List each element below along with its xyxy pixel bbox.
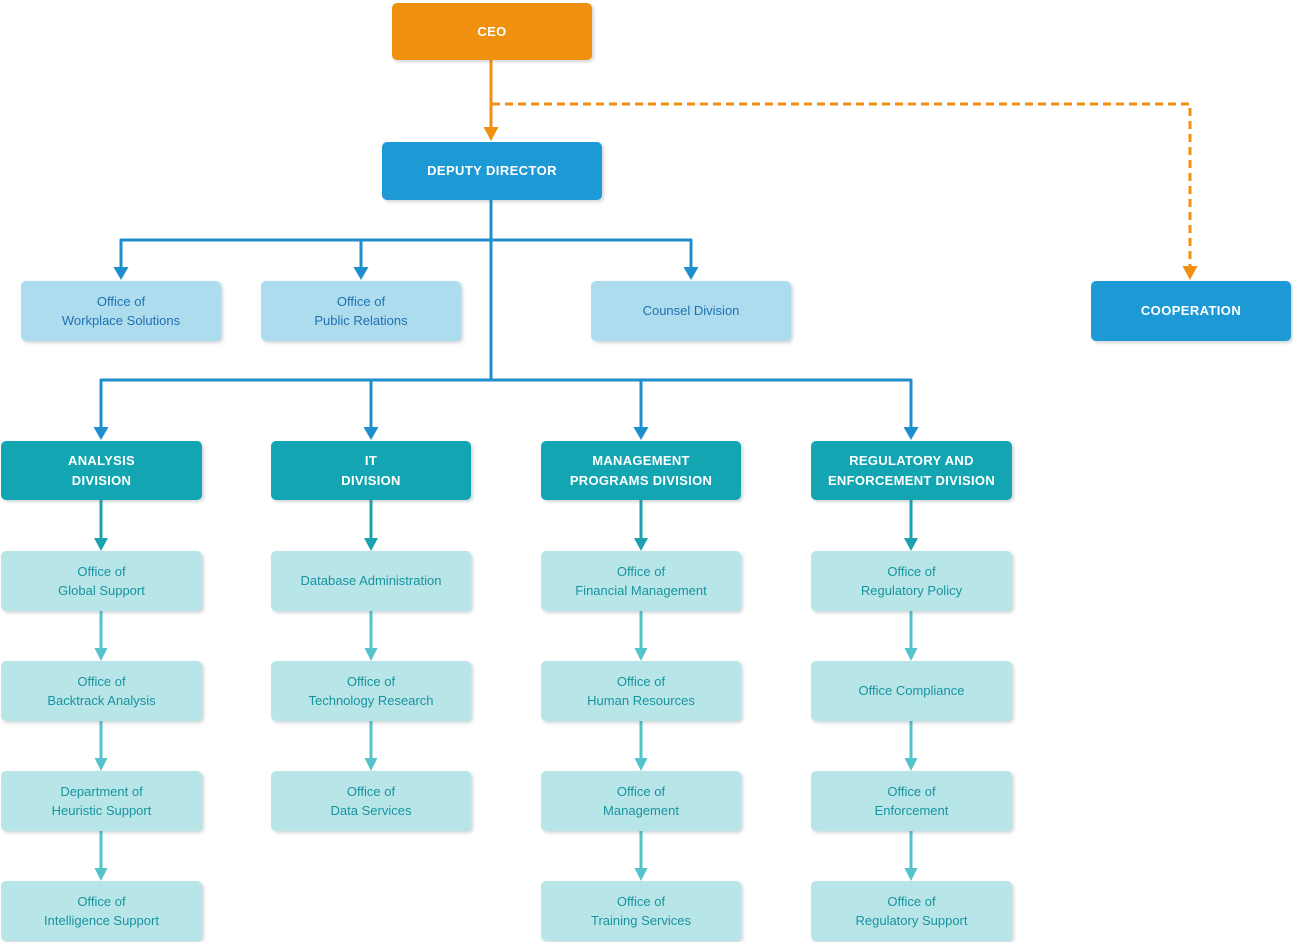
arrowhead-heuristic-support <box>94 758 108 771</box>
node-office-technology-research: Office of Technology Research <box>271 661 471 721</box>
node-office-human-resources-label: Office of Human Resources <box>587 673 695 709</box>
arrowhead-backtrack-analysis <box>94 648 108 661</box>
node-management-programs-division-label: MANAGEMENT PROGRAMS DIVISION <box>569 453 713 488</box>
node-regulatory-enforcement-division-label: REGULATORY AND ENFORCEMENT DIVISION <box>827 453 996 488</box>
node-office-human-resources: Office of Human Resources <box>541 661 741 721</box>
arrowhead-it-division <box>363 427 379 440</box>
node-office-training-services-label: Office of Training Services <box>591 893 691 929</box>
node-cooperation-label: COOPERATION <box>1140 303 1242 319</box>
edge-row2-branch-line <box>119 238 693 268</box>
node-office-training-services: Office of Training Services <box>541 881 741 941</box>
arrowhead-office-enforcement <box>904 758 918 771</box>
node-database-administration: Database Administration <box>271 551 471 611</box>
node-office-workplace-solutions: Office of Workplace Solutions <box>21 281 221 341</box>
edge-office-row1-lines <box>99 611 913 648</box>
node-office-compliance: Office Compliance <box>811 661 1012 721</box>
node-office-backtrack-analysis-label: Office of Backtrack Analysis <box>47 673 156 709</box>
node-regulatory-enforcement-division: REGULATORY AND ENFORCEMENT DIVISION <box>811 441 1012 500</box>
node-office-regulatory-support: Office of Regulatory Support <box>811 881 1012 941</box>
node-office-regulatory-policy-label: Office of Regulatory Policy <box>860 563 963 599</box>
arrowhead-counsel-division <box>683 267 699 280</box>
node-office-public-relations-label: Office of Public Relations <box>314 293 408 329</box>
node-counsel-division: Counsel Division <box>591 281 791 341</box>
node-ceo: CEO <box>392 3 592 60</box>
edge-ceo-deputy-arrowhead <box>483 127 499 141</box>
node-office-workplace-solutions-label: Office of Workplace Solutions <box>61 293 181 329</box>
arrowhead-office-management <box>634 758 648 771</box>
node-office-enforcement-label: Office of Enforcement <box>874 783 949 819</box>
arrowhead-financial-management <box>634 538 648 551</box>
node-office-global-support-label: Office of Global Support <box>58 563 145 599</box>
edge-division-branch-line <box>99 378 913 428</box>
arrowhead-regulatory-support <box>904 868 918 881</box>
arrowhead-intelligence-support <box>94 868 108 881</box>
arrowhead-technology-research <box>364 648 378 661</box>
node-office-intelligence-support-label: Office of Intelligence Support <box>44 893 159 929</box>
node-deputy-director: DEPUTY DIRECTOR <box>382 142 602 200</box>
node-office-financial-management-label: Office of Financial Management <box>575 563 707 599</box>
node-office-management: Office of Management <box>541 771 741 831</box>
node-office-data-services: Office of Data Services <box>271 771 471 831</box>
edge-division-to-office-lines <box>99 500 913 538</box>
edge-office-row2-lines <box>99 721 913 758</box>
edge-office-row3-lines <box>99 831 913 868</box>
node-department-heuristic-support-label: Department of Heuristic Support <box>51 783 152 819</box>
node-management-programs-division: MANAGEMENT PROGRAMS DIVISION <box>541 441 741 500</box>
node-office-enforcement: Office of Enforcement <box>811 771 1012 831</box>
node-office-global-support: Office of Global Support <box>1 551 202 611</box>
edge-ceo-cooperation-line <box>492 102 1192 266</box>
edge-ceo-cooperation-arrowhead <box>1182 266 1198 280</box>
node-ceo-label: CEO <box>477 23 507 39</box>
node-cooperation: COOPERATION <box>1091 281 1291 341</box>
node-office-technology-research-label: Office of Technology Research <box>308 673 434 709</box>
arrowhead-workplace-solutions <box>113 267 129 280</box>
arrowhead-analysis-division <box>93 427 109 440</box>
arrowhead-human-resources <box>634 648 648 661</box>
arrowhead-office-compliance <box>904 648 918 661</box>
arrowhead-database-administration <box>364 538 378 551</box>
node-it-division-label: IT DIVISION <box>341 453 401 488</box>
node-department-heuristic-support: Department of Heuristic Support <box>1 771 202 831</box>
node-office-financial-management: Office of Financial Management <box>541 551 741 611</box>
node-deputy-director-label: DEPUTY DIRECTOR <box>427 163 557 179</box>
node-office-regulatory-support-label: Office of Regulatory Support <box>855 893 968 929</box>
arrowhead-regulatory-policy <box>904 538 918 551</box>
node-it-division: IT DIVISION <box>271 441 471 500</box>
node-analysis-division-label: ANALYSIS DIVISION <box>68 453 135 488</box>
arrowhead-management-division <box>633 427 649 440</box>
arrowhead-global-support <box>94 538 108 551</box>
node-analysis-division: ANALYSIS DIVISION <box>1 441 202 500</box>
node-office-data-services-label: Office of Data Services <box>330 783 412 819</box>
node-database-administration-label: Database Administration <box>300 573 442 589</box>
node-office-intelligence-support: Office of Intelligence Support <box>1 881 202 941</box>
node-office-backtrack-analysis: Office of Backtrack Analysis <box>1 661 202 721</box>
node-office-compliance-label: Office Compliance <box>858 683 965 699</box>
node-office-management-label: Office of Management <box>603 783 679 819</box>
arrowhead-regulatory-division <box>903 427 919 440</box>
arrowhead-training-services <box>634 868 648 881</box>
arrowhead-data-services <box>364 758 378 771</box>
node-counsel-division-label: Counsel Division <box>642 303 740 319</box>
node-office-regulatory-policy: Office of Regulatory Policy <box>811 551 1012 611</box>
node-office-public-relations: Office of Public Relations <box>261 281 461 341</box>
arrowhead-public-relations <box>353 267 369 280</box>
